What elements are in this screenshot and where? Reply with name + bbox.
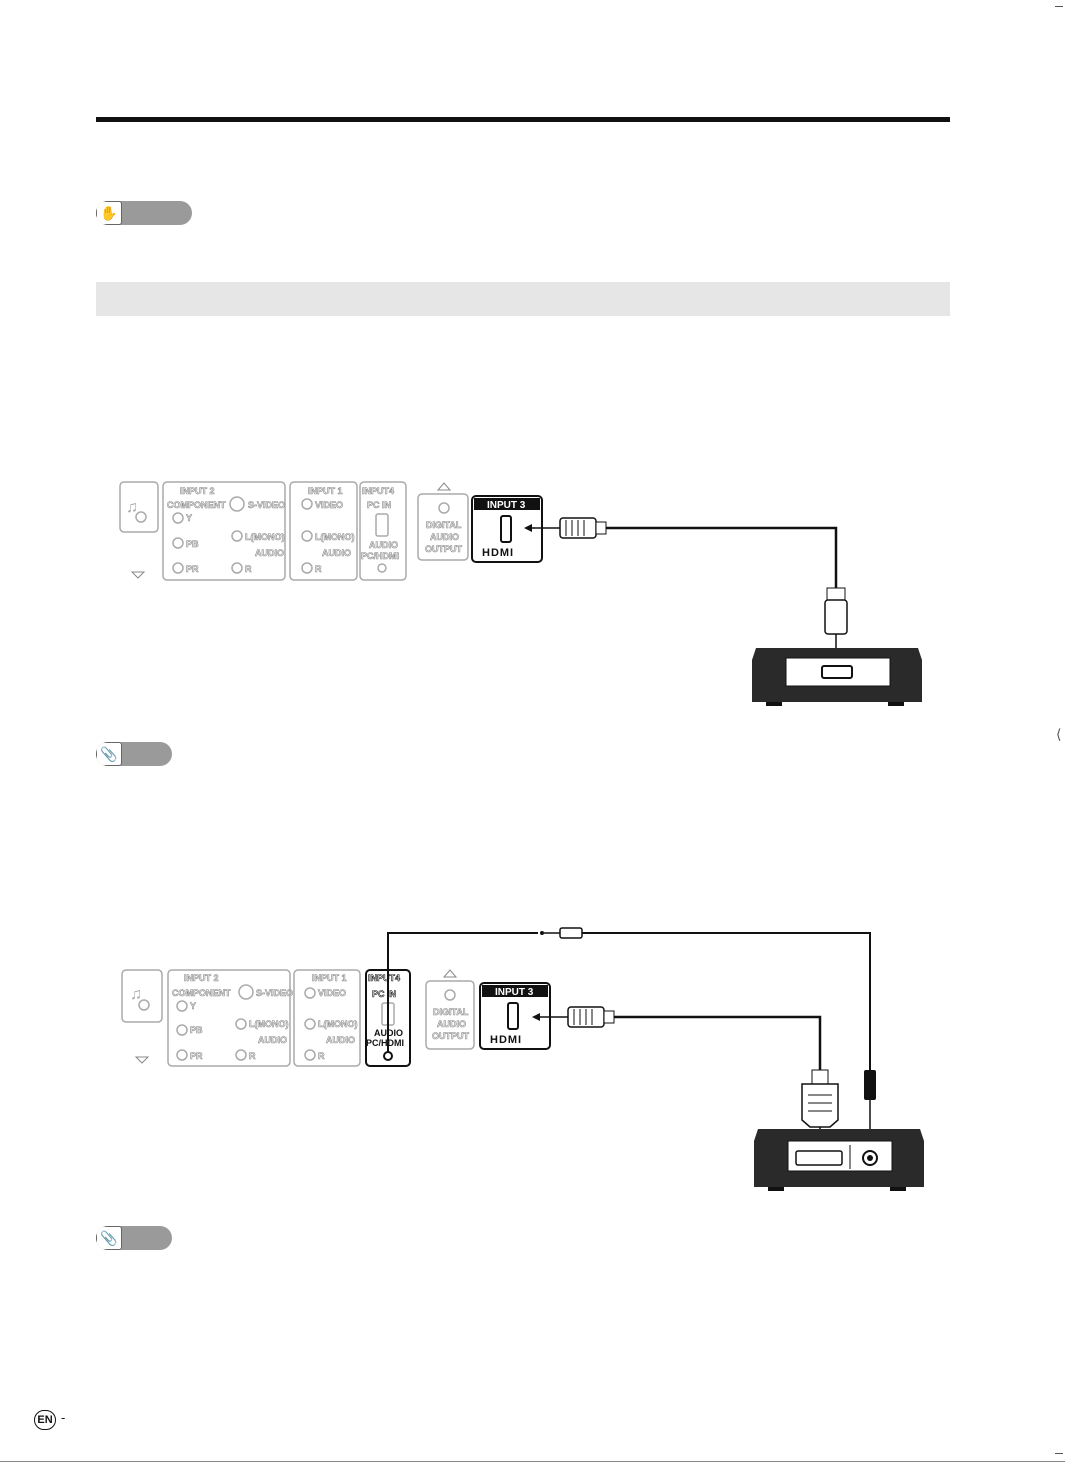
r-label-2: R [245,564,252,574]
audio-label-1b: AUDIO [326,1035,355,1045]
language-badge: EN [34,1410,56,1430]
y-label: Y [186,513,192,523]
component-label-2: COMPONENT [172,988,231,998]
lmono-label-2b: L(MONO) [249,1019,289,1029]
audio-label-1: AUDIO [322,548,351,558]
registration-mark: ⟨ [1056,726,1062,742]
digital-audio-output-box [417,493,469,561]
component-label: COMPONENT [167,500,226,510]
paperclip-icon-2: 📎 [96,1226,122,1250]
svideo-label-2: S-VIDEO [256,988,293,998]
crop-mark-top [1055,6,1063,7]
caution-hand-icon: ✋ [96,201,122,225]
audio-pc-label: AUDIO [369,540,398,550]
r-label-2b: R [249,1051,256,1061]
audio-mid-label-2: AUDIO [437,1019,466,1029]
video-label: VIDEO [315,500,343,510]
input3-box-2 [479,982,551,1050]
mini-plug-bottom [864,1070,876,1100]
hdmi-connection-diagram: ♫ INPUT 2 COMPONENT Y PB PR S-VIDEO L(MO… [119,481,922,706]
lmono-label: L(MONO) [245,532,285,542]
hdmi-port-icon [500,515,512,543]
crop-mark-bottom [1055,1453,1063,1454]
mini-plug-top [559,927,583,939]
device-hdmi-port-icon [821,665,853,679]
input2-label-2: INPUT 2 [184,973,219,983]
r-label-1b: R [318,1051,325,1061]
r-label-1: R [315,564,322,574]
hdmi-port-icon-2 [507,1002,519,1030]
input3-label-2: INPUT 3 [495,987,534,998]
audio-mid-label: AUDIO [430,532,459,542]
pb-label-2: PB [190,1025,203,1035]
bottom-rule [0,1461,1065,1462]
y-label-2: Y [190,1001,196,1011]
pchdmi-label-2: PC/HDMI [366,1038,404,1048]
output-label: OUTPUT [425,544,463,554]
page-dash: - [61,1410,66,1425]
dvi-connection-diagram: ♫ INPUT 2 COMPONENT Y PB PR S-VIDEO L(MO… [121,927,924,1191]
input1-box [289,481,358,581]
headphone-icon: ♫ [126,499,138,516]
hdmi-cable [606,526,838,590]
pchdmi-label: PC/HDMI [361,551,399,561]
audio-label-2b: AUDIO [258,1035,287,1045]
pc-in-label: PC IN [367,500,391,510]
lmono-label-1b: L(MONO) [318,1019,358,1029]
pc-in-label-2: PC IN [372,989,396,999]
video-label-2: VIDEO [318,988,346,998]
input1-label: INPUT 1 [308,486,343,496]
caution-badge: ✋ [96,201,192,225]
input2-box-2 [167,969,291,1067]
input1-label-2: INPUT 1 [312,973,347,983]
lmono-label-1: L(MONO) [315,532,355,542]
audio-cable [387,932,538,1052]
digital-label: DIGITAL [426,520,462,530]
note-badge-1: 📎 [96,742,172,766]
headphone-icon-2: ♫ [130,986,142,1003]
input2-box [162,481,286,581]
audio-label-2: AUDIO [255,548,284,558]
dvi-plug [801,1083,839,1128]
hdmi-plug-bottom [824,599,848,635]
input3-label: INPUT 3 [487,500,526,511]
device-dvi-port-icon [795,1150,843,1166]
input3-box [471,495,543,563]
pb-label: PB [186,539,199,549]
input4-box [359,481,407,581]
svideo-label: S-VIDEO [248,500,285,510]
hdmi-logo-2: HDMI [490,1034,522,1046]
headphone-jack-box-2 [121,969,163,1023]
input4-label-2: INPUT4 [368,973,400,983]
hdmi-logo: HDMI [482,547,514,559]
headphone-jack-box [119,481,159,533]
digital-label-2: DIGITAL [433,1007,469,1017]
note-badge-2: 📎 [96,1226,172,1250]
hdmi-dvi-cable [614,1015,822,1070]
output-label-2: OUTPUT [432,1031,470,1041]
pr-label: PR [186,564,199,574]
paperclip-icon: 📎 [96,742,122,766]
digital-audio-output-box-2 [425,980,475,1050]
input2-label: INPUT 2 [180,486,215,496]
input4-label: INPUT4 [362,486,394,496]
pr-label-2: PR [190,1051,203,1061]
section-heading-bar [96,282,950,316]
input1-box-2 [293,969,361,1067]
top-rule [96,117,950,122]
